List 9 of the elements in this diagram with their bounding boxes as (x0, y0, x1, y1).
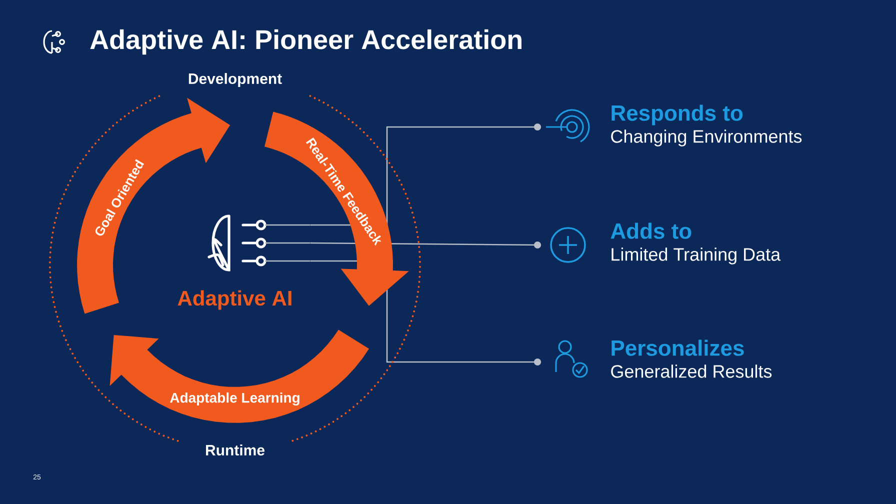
stage-label: Runtime (206, 444, 264, 456)
feature-item: Responds to Changing Environments (611, 104, 802, 146)
feature-item: Personalizes Generalized Results (611, 340, 772, 378)
stage-label: Development (188, 73, 282, 87)
connector-line (310, 124, 541, 226)
center-label: Adaptive AI (178, 290, 292, 310)
arrow-label: Adaptable Learning (170, 392, 300, 406)
diagram-title: Adaptive AI: Pioneer Acceleration (90, 29, 522, 55)
feature-item: Adds to Limited Training Data (610, 222, 781, 264)
